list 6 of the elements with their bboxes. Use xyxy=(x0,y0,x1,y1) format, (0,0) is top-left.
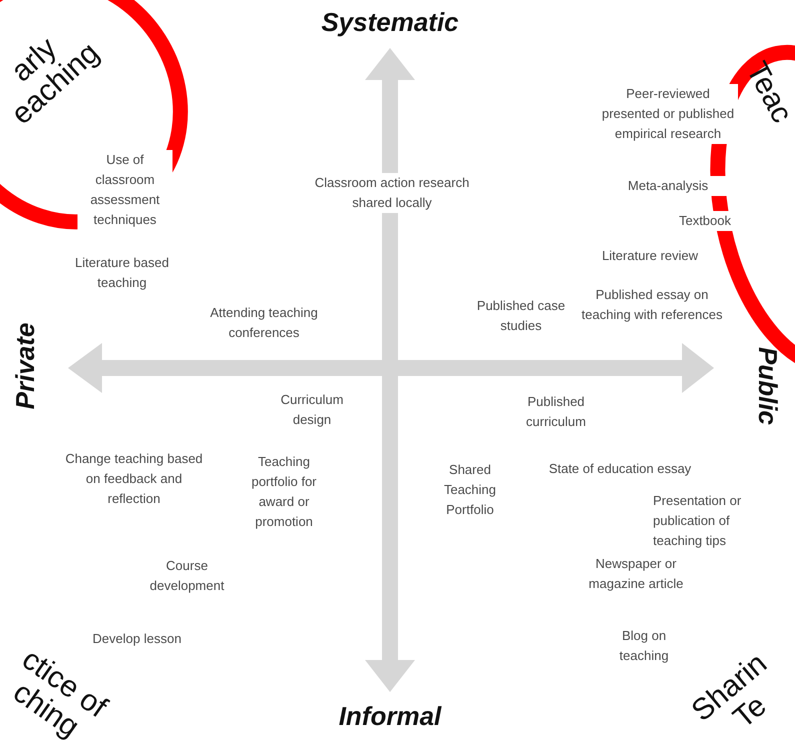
axis-label: Public xyxy=(752,347,784,425)
axis-label: Private xyxy=(9,322,41,410)
axis-label: Informal xyxy=(338,700,442,732)
axis-label: Systematic xyxy=(321,6,459,38)
quadrant-label: Teac xyxy=(740,57,795,125)
item-label: Use of classroom assessment techniques xyxy=(78,150,172,230)
